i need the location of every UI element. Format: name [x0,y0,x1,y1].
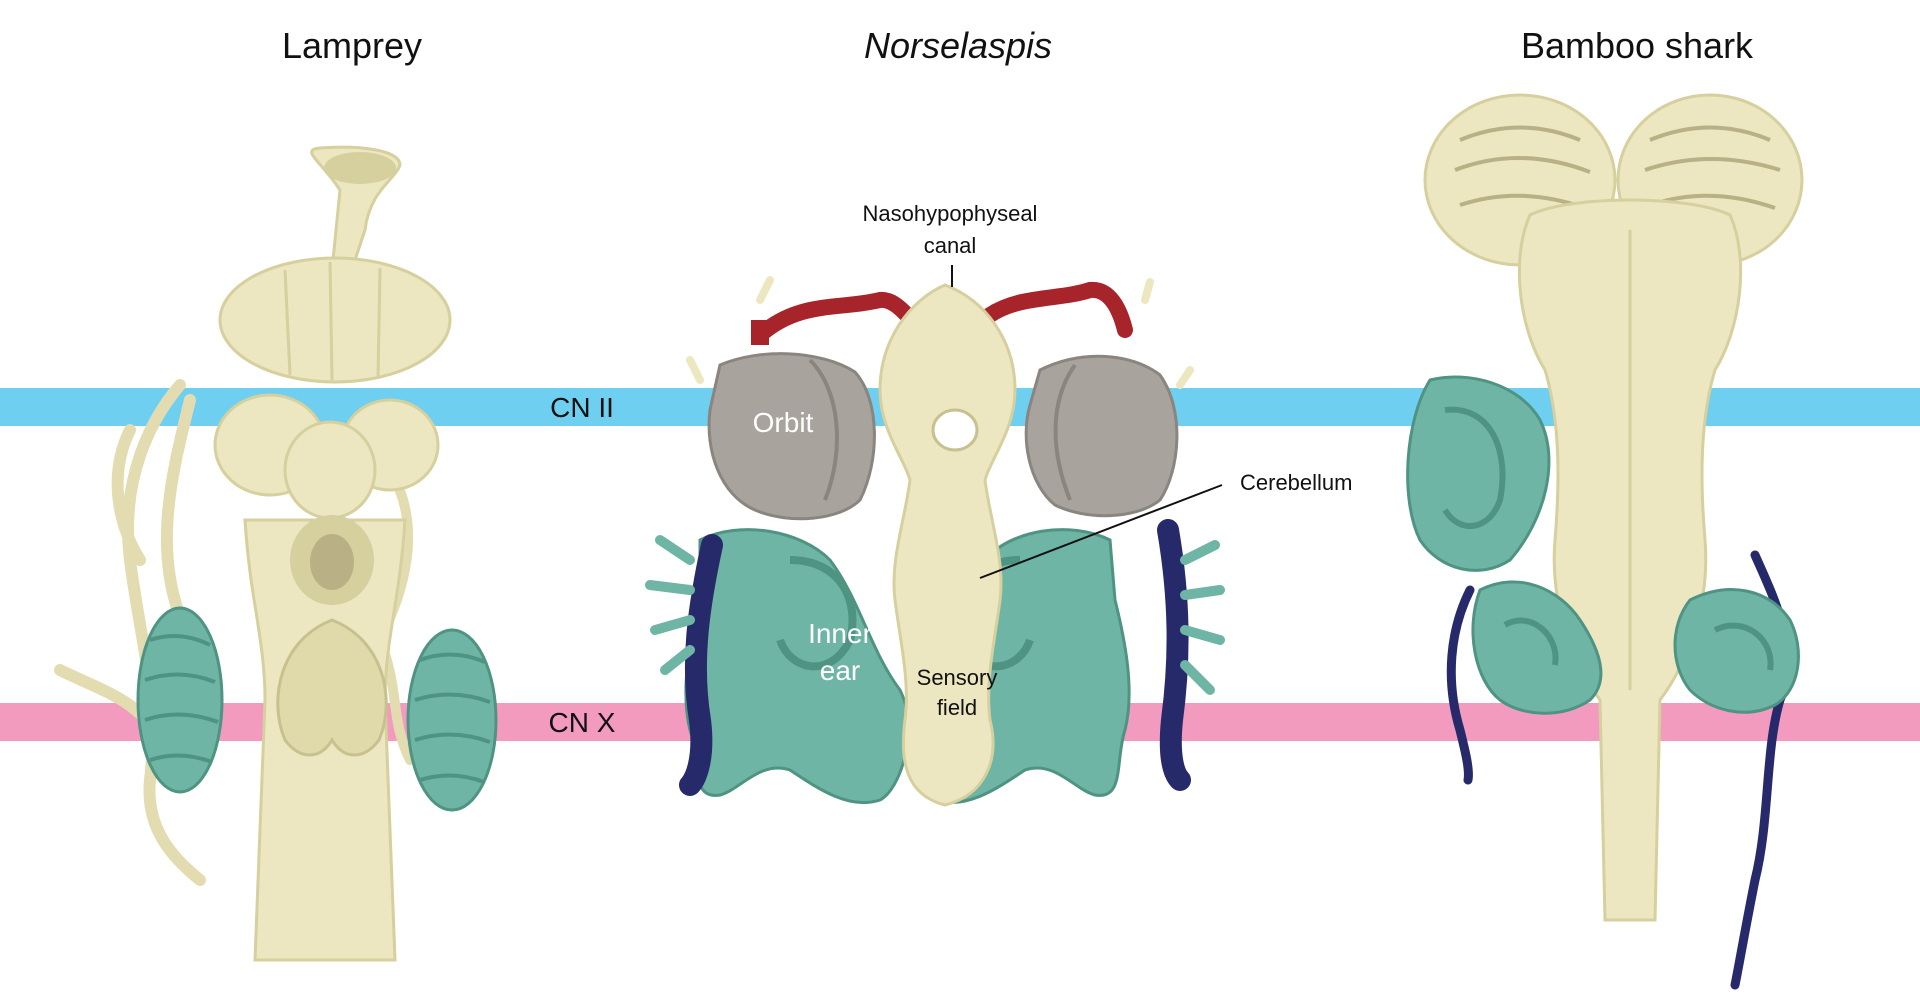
shark-inner-ear-upper-left-inner [1442,406,1506,529]
title-bamboo-shark: Bamboo shark [1521,25,1754,66]
shark-inner-ear-lower-left [1471,580,1603,715]
lamprey-forebrain-groove-1 [283,269,292,376]
nasohypophyseal-label-line1: Nasohypophyseal [863,201,1038,226]
bamboo-shark-model [1406,93,1804,990]
lamprey-forebrain [218,256,452,384]
lamprey-fossa [276,618,388,757]
title-lamprey: Lamprey [282,25,422,66]
sensory-field-label-line2: field [937,695,977,720]
norselaspis-dark-nerve-left [679,534,723,796]
norselaspis-orbit-left-rim [808,358,839,501]
lamprey-inner-ear-right [406,628,498,812]
norselaspis-vessel-right [982,281,1133,338]
inner-ear-label-line1: Inner [808,618,872,649]
norselaspis-dark-nerve-right [1157,519,1191,791]
shark-ear-loops [1503,617,1774,671]
cn-ii-label: CN II [550,392,614,423]
cerebellum-leader [979,484,1223,579]
lamprey-brain-model [54,145,498,962]
orbit-label: Orbit [753,407,814,438]
norselaspis-spikes-left [645,535,695,675]
shark-inner-ear-lower-right [1673,588,1800,714]
lamprey-stalk [310,145,402,292]
norselaspis-orbit-right-rim [1053,363,1077,501]
norselaspis-ear-canal-left [776,556,857,671]
cn-x-label: CN X [549,707,616,738]
lamprey-lobe-center [283,420,377,520]
nasohypophyseal-label-line2: canal [924,233,977,258]
lamprey-forebrain-groove-2 [328,261,334,381]
shark-dark-nerve-left [1446,585,1475,785]
title-norselaspis: Norselaspis [864,25,1052,66]
norselaspis-foramen [931,408,979,452]
lamprey-forebrain-groove-3 [376,267,382,379]
norselaspis-brain [878,283,1017,807]
norselaspis-spikes-right [1180,540,1225,695]
norselaspis-orbit-right [1024,354,1179,518]
norselaspis-model [645,276,1225,807]
lamprey-stalk-opening [324,152,396,184]
cerebellum-label: Cerebellum [1240,470,1353,495]
inner-ear-label-line2: ear [820,655,860,686]
sensory-field-label-line1: Sensory [917,665,998,690]
lamprey-ring-hole [310,534,354,590]
shark-inner-ear-upper-left [1406,375,1551,572]
norselaspis-spurs [686,276,1194,389]
lamprey-inner-ear-left [136,606,224,794]
